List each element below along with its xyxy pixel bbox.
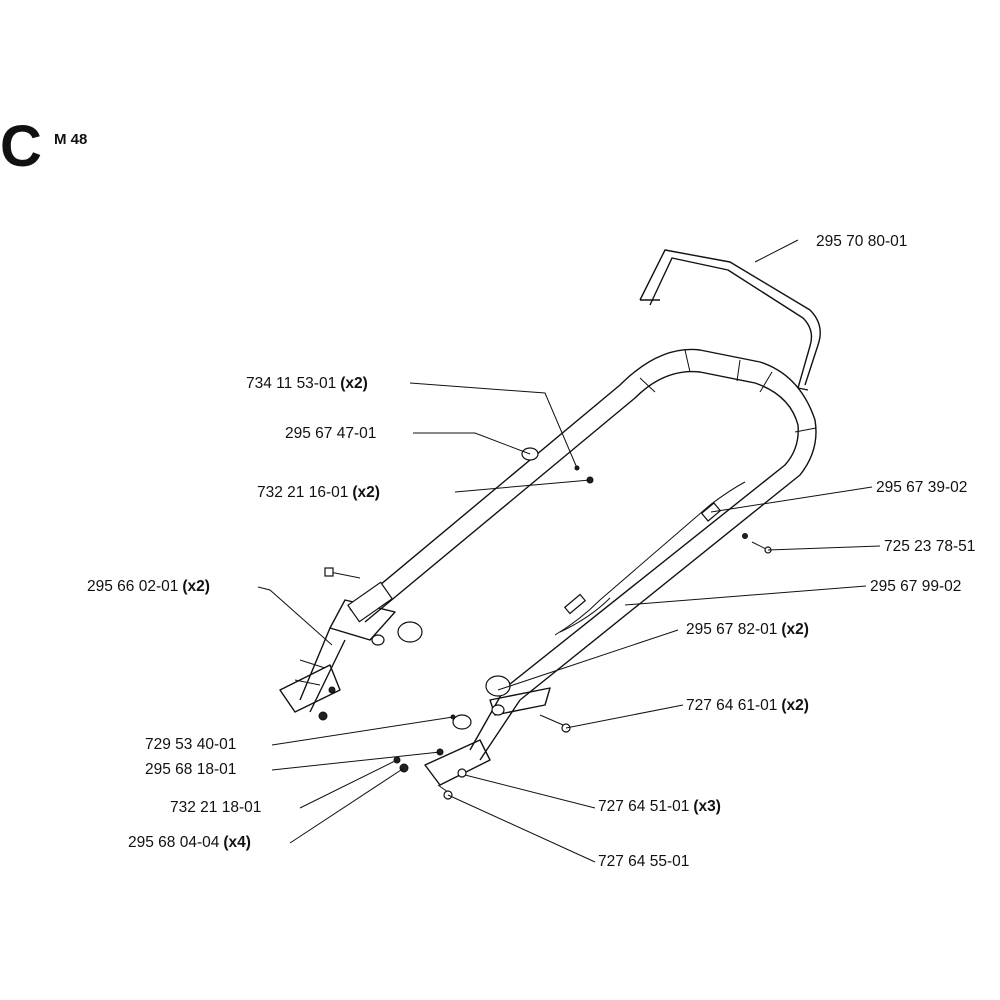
part-number: 727 64 55-01 bbox=[598, 853, 690, 870]
callout-label: 729 53 40-01 bbox=[145, 737, 240, 753]
part-number: 727 64 61-01 bbox=[686, 697, 778, 714]
part-number: 295 67 39-02 bbox=[876, 479, 968, 496]
part-number: 729 53 40-01 bbox=[145, 736, 237, 753]
part-number: 295 67 82-01 bbox=[686, 621, 778, 638]
callout-label: 727 64 55-01 bbox=[598, 854, 693, 870]
part-quantity: (x2) bbox=[781, 697, 809, 714]
part-number: 732 21 18-01 bbox=[170, 799, 262, 816]
section-letter: C bbox=[0, 114, 42, 179]
part-number: 732 21 16-01 bbox=[257, 484, 349, 501]
callout-label: 732 21 18-01 bbox=[170, 800, 265, 816]
callout-label: 295 68 18-01 bbox=[145, 762, 240, 778]
lower-right-tube bbox=[424, 675, 551, 786]
callout-label: 295 68 04-04(x4) bbox=[128, 835, 251, 851]
callout-label: 295 70 80-01 bbox=[816, 234, 911, 250]
part-number: 727 64 51-01 bbox=[598, 798, 690, 815]
leader-lines bbox=[257, 239, 881, 863]
part-number: 295 66 02-01 bbox=[87, 578, 179, 595]
part-quantity: (x2) bbox=[781, 621, 809, 638]
part-quantity: (x2) bbox=[340, 375, 368, 392]
control-bail bbox=[639, 249, 821, 391]
part-quantity: (x2) bbox=[352, 484, 380, 501]
control-cable bbox=[554, 481, 746, 636]
part-number: 725 23 78-51 bbox=[884, 538, 976, 555]
callout-label: 727 64 61-01(x2) bbox=[686, 698, 809, 714]
callout-label: 727 64 51-01(x3) bbox=[598, 799, 721, 815]
callout-label: 295 66 02-01(x2) bbox=[87, 579, 210, 595]
callout-label: 295 67 82-01(x2) bbox=[686, 622, 809, 638]
upper-handle-tube bbox=[349, 348, 817, 701]
lower-left-tube bbox=[279, 581, 423, 713]
callout-label: 734 11 53-01(x2) bbox=[246, 376, 368, 392]
part-quantity: (x4) bbox=[223, 834, 251, 851]
part-number: 734 11 53-01 bbox=[246, 375, 337, 392]
callout-label: 295 67 39-02 bbox=[876, 480, 971, 496]
callout-label: 295 67 47-01 bbox=[285, 426, 380, 442]
part-number: 295 68 18-01 bbox=[145, 761, 237, 778]
callout-label: 725 23 78-51 bbox=[884, 539, 979, 555]
part-number: 295 67 99-02 bbox=[870, 578, 962, 595]
part-number: 295 67 47-01 bbox=[285, 425, 377, 442]
callout-label: 295 67 99-02 bbox=[870, 579, 965, 595]
callout-label: 732 21 16-01(x2) bbox=[257, 485, 380, 501]
part-quantity: (x2) bbox=[182, 578, 210, 595]
section-model: M 48 bbox=[54, 131, 88, 148]
part-quantity: (x3) bbox=[693, 798, 721, 815]
part-number: 295 70 80-01 bbox=[816, 233, 908, 250]
part-number: 295 68 04-04 bbox=[128, 834, 220, 851]
